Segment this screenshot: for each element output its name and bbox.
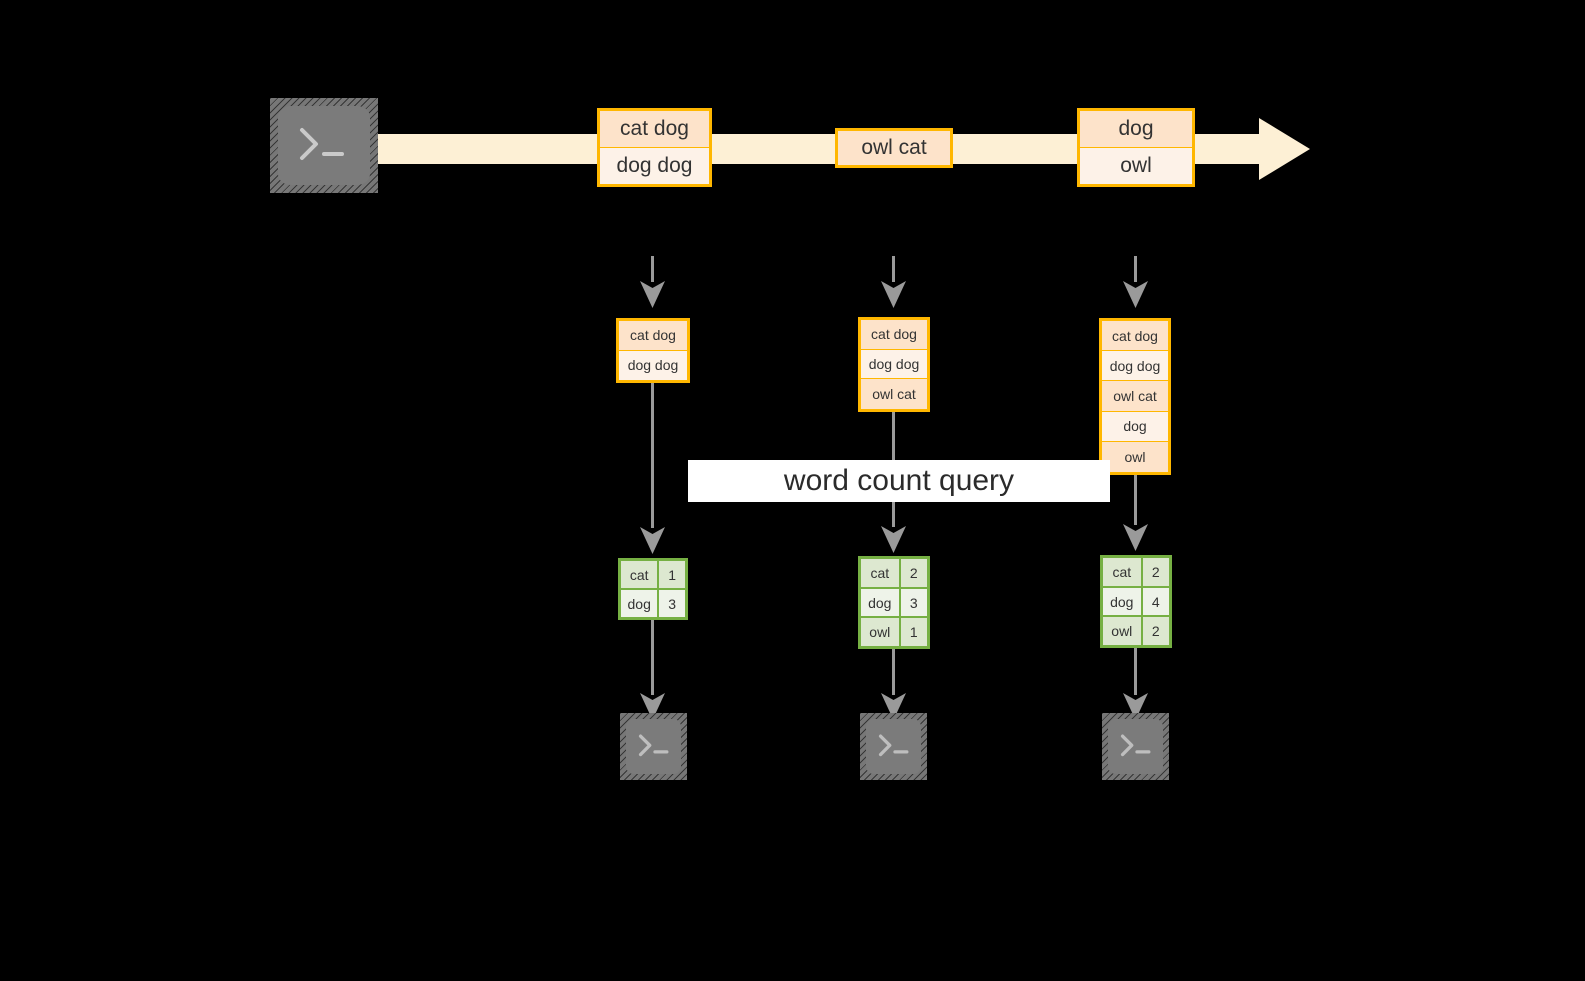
snapshot-1-sink-line: [651, 620, 654, 695]
table-row: dog 3: [621, 590, 685, 617]
result-word: cat: [621, 561, 660, 588]
result-word: cat: [1103, 558, 1143, 586]
result-count: 3: [900, 588, 927, 617]
snapshot-record-line: owl cat: [1102, 381, 1168, 412]
snapshot-1-records[interactable]: cat dog dog dog: [616, 318, 690, 383]
table-row: dog 4: [1103, 587, 1169, 618]
terminal-prompt-glyph: [878, 734, 909, 757]
table-row: cat 2: [861, 559, 927, 589]
snapshot-3-sink-terminal-icon: [1102, 713, 1169, 780]
table-row: dog 3: [861, 588, 927, 619]
snapshot-1-result-table[interactable]: cat 1 dog 3: [618, 558, 688, 620]
snapshot-record-line: cat dog: [861, 320, 927, 350]
source-terminal-icon: [270, 98, 378, 193]
snapshot-2-query-arrowhead: [881, 526, 906, 553]
result-word: dog: [621, 590, 660, 617]
terminal-prompt-glyph: [638, 734, 669, 757]
snapshot-feed-arrowhead: [881, 281, 906, 308]
snapshot-record-line: dog dog: [861, 349, 927, 380]
snapshot-feed-arrowhead: [640, 281, 665, 308]
query-label: word count query: [688, 460, 1110, 502]
snapshot-2-records[interactable]: cat dog dog dog owl cat: [858, 317, 930, 412]
result-word: owl: [861, 618, 901, 647]
snapshot-3-records[interactable]: cat dog dog dog owl cat dog owl: [1099, 318, 1171, 475]
snapshot-record-line: dog dog: [619, 350, 687, 380]
snapshot-2-sink-terminal-icon: [860, 713, 927, 780]
snapshot-3-result-table[interactable]: cat 2 dog 4 owl 2: [1100, 555, 1172, 648]
snapshot-record-line: cat dog: [1102, 321, 1168, 352]
snapshot-3-sink-arrowhead: [1123, 693, 1148, 720]
snapshot-feed-line: [892, 256, 895, 282]
stream-event-line: cat dog: [600, 111, 709, 148]
snapshot-record-line: owl: [1102, 441, 1168, 472]
snapshot-3-query-line: [1134, 475, 1137, 525]
snapshot-1-sink-arrowhead: [640, 693, 665, 720]
snapshot-feed-line: [651, 256, 654, 282]
result-word: owl: [1103, 617, 1143, 646]
result-word: dog: [1103, 587, 1143, 616]
result-word: cat: [861, 559, 901, 587]
snapshot-2-sink-arrowhead: [881, 693, 906, 720]
snapshot-2-result-table[interactable]: cat 2 dog 3 owl 1: [858, 556, 930, 649]
table-row: owl 1: [861, 618, 927, 647]
stream-event-3[interactable]: dog owl: [1077, 108, 1195, 187]
result-count: 2: [1142, 558, 1169, 586]
snapshot-3-sink-line: [1134, 648, 1137, 695]
stream-event-line: owl: [1080, 147, 1192, 184]
terminal-prompt-glyph: [300, 128, 344, 160]
snapshot-1-query-arrowhead: [640, 527, 665, 554]
table-row: cat 2: [1103, 558, 1169, 588]
terminal-prompt-glyph: [1120, 734, 1151, 757]
stream-event-line: owl cat: [838, 131, 950, 165]
result-count: 4: [1142, 587, 1169, 616]
result-word: dog: [861, 588, 901, 617]
table-row: owl 2: [1103, 617, 1169, 646]
result-count: 1: [659, 561, 685, 588]
snapshot-feed-line: [1134, 256, 1137, 282]
snapshot-record-line: cat dog: [619, 321, 687, 351]
stream-event-1[interactable]: cat dog dog dog: [597, 108, 712, 187]
snapshot-feed-arrowhead: [1123, 281, 1148, 308]
result-count: 1: [900, 618, 927, 647]
stream-event-line: dog dog: [600, 147, 709, 184]
stream-event-2[interactable]: owl cat: [835, 128, 953, 168]
snapshot-3-query-arrowhead: [1123, 524, 1148, 551]
result-count: 3: [659, 590, 685, 617]
result-count: 2: [900, 559, 927, 587]
table-row: cat 1: [621, 561, 685, 590]
result-count: 2: [1142, 617, 1169, 646]
snapshot-1-sink-terminal-icon: [620, 713, 687, 780]
stream-event-line: dog: [1080, 111, 1192, 148]
snapshot-record-line: owl cat: [861, 379, 927, 409]
snapshot-1-query-line: [651, 383, 654, 528]
snapshot-record-line: dog dog: [1102, 351, 1168, 382]
snapshot-2-sink-line: [892, 649, 895, 695]
snapshot-record-line: dog: [1102, 411, 1168, 442]
